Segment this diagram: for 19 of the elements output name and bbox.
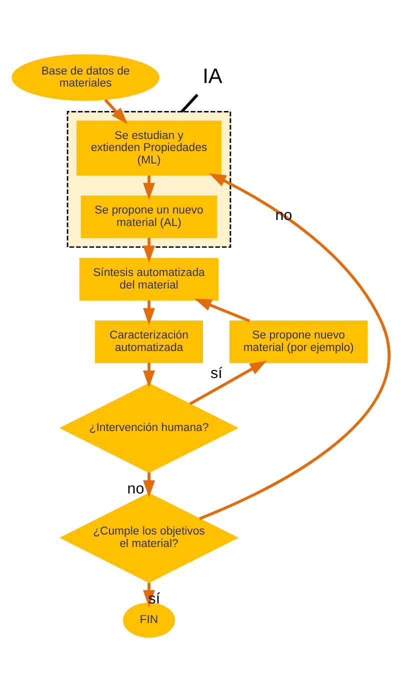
node-diamond: ¿Cumple los objetivos el material?	[59, 492, 239, 583]
node-box: Se propone un nuevo material (AL)	[80, 195, 218, 238]
node-box: Se estudian y extienden Propiedades (ML)	[76, 120, 222, 176]
connector	[180, 94, 198, 113]
node-box: Caracterización automatizada	[95, 320, 203, 364]
arrow	[199, 173, 390, 520]
arrow	[104, 98, 128, 124]
arrow	[143, 362, 155, 388]
node-diamond: ¿Intervención humana?	[59, 382, 239, 473]
node-text: IA	[202, 64, 222, 88]
node-ellipse: Base de datos de materiales	[12, 54, 160, 101]
edge-label: sí	[210, 365, 222, 382]
arrow	[143, 472, 155, 498]
arrow	[189, 360, 267, 406]
node-box: Síntesis automatizada del material	[79, 258, 219, 301]
node-ellipse: FIN	[122, 602, 176, 638]
arrow	[143, 175, 155, 200]
node-box: Se propone nuevo material (por ejemplo)	[229, 320, 368, 364]
arrow	[194, 298, 250, 322]
